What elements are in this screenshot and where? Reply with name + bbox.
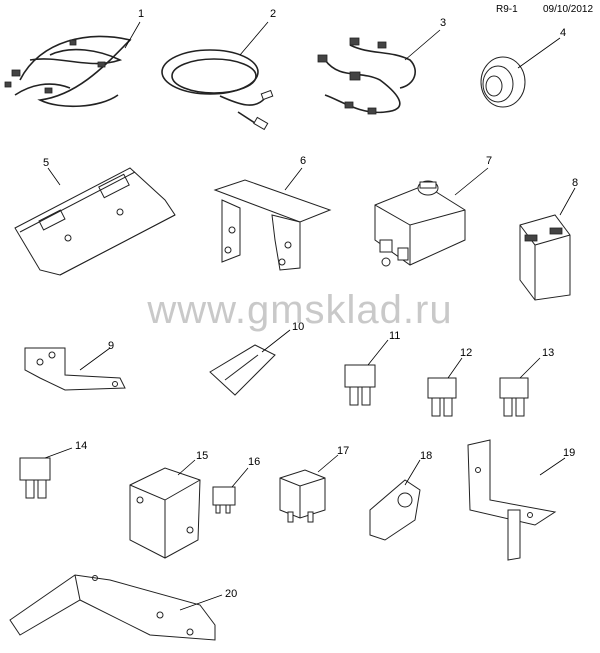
watermark: www.gmsklad.ru <box>147 288 453 332</box>
part-3-harness <box>317 29 441 115</box>
ref-17: 17 <box>337 445 350 457</box>
ref-11: 11 <box>389 330 401 342</box>
part-2-cable <box>161 21 274 131</box>
part-14-fuse <box>19 447 73 499</box>
ref-8: 8 <box>572 177 579 189</box>
part-10-clip <box>209 329 291 396</box>
ref-4: 4 <box>560 27 567 39</box>
part-11-fuse <box>344 339 389 406</box>
diagram-date: 09/10/2012 <box>543 4 594 15</box>
part-15-module <box>129 459 201 559</box>
part-7-fuse-box <box>374 167 489 267</box>
ref-2: 2 <box>270 8 277 20</box>
ref-19: 19 <box>563 447 576 459</box>
part-19-mounting-bracket <box>467 439 566 561</box>
ref-1: 1 <box>138 8 145 20</box>
part-6-bracket <box>213 167 332 271</box>
part-20-long-bracket <box>9 574 223 641</box>
ref-15: 15 <box>196 450 209 462</box>
ref-13: 13 <box>542 347 555 359</box>
ref-12: 12 <box>460 347 473 359</box>
part-8-relay-holder <box>519 187 576 301</box>
ref-3: 3 <box>440 17 447 29</box>
ref-20: 20 <box>225 588 238 600</box>
ref-6: 6 <box>300 155 307 167</box>
ref-16: 16 <box>248 456 261 468</box>
part-5-panel-cover <box>14 167 176 276</box>
part-16-micro-relay <box>212 467 249 514</box>
ref-7: 7 <box>486 155 493 167</box>
part-12-fuse <box>427 357 463 417</box>
ref-5: 5 <box>43 157 50 169</box>
part-1-wiring-harness <box>4 21 141 108</box>
part-18-bracket <box>369 459 421 541</box>
part-17-relay <box>279 454 339 523</box>
ref-14: 14 <box>75 440 88 452</box>
part-13-fuse <box>499 357 541 417</box>
diagram-code: R9-1 <box>496 4 518 15</box>
part-4-grommet <box>480 37 561 108</box>
part-9-bracket <box>24 347 126 391</box>
ref-18: 18 <box>420 450 433 462</box>
ref-10: 10 <box>292 321 305 333</box>
ref-9: 9 <box>108 340 115 352</box>
